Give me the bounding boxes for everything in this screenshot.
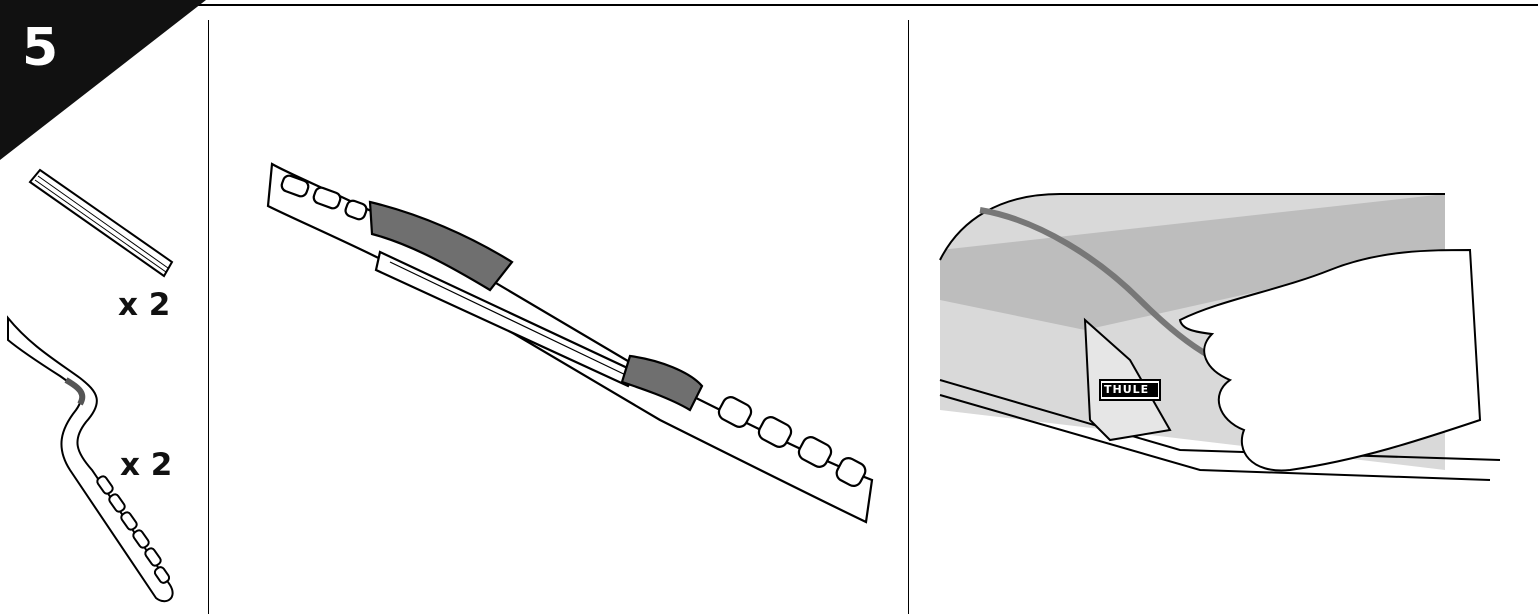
step-number: 5 <box>22 18 59 78</box>
divider-left <box>208 20 209 614</box>
rubber-strip-quantity: x 2 <box>118 287 171 323</box>
step-badge: 5 <box>0 0 206 160</box>
divider-right <box>908 20 909 614</box>
step-triangle <box>0 0 206 160</box>
thule-logo: THULE <box>1104 383 1150 396</box>
strap-illustration <box>7 315 174 603</box>
top-border <box>0 4 1538 6</box>
rubber-strip-illustration <box>28 168 174 278</box>
strap-quantity: x 2 <box>120 447 173 483</box>
